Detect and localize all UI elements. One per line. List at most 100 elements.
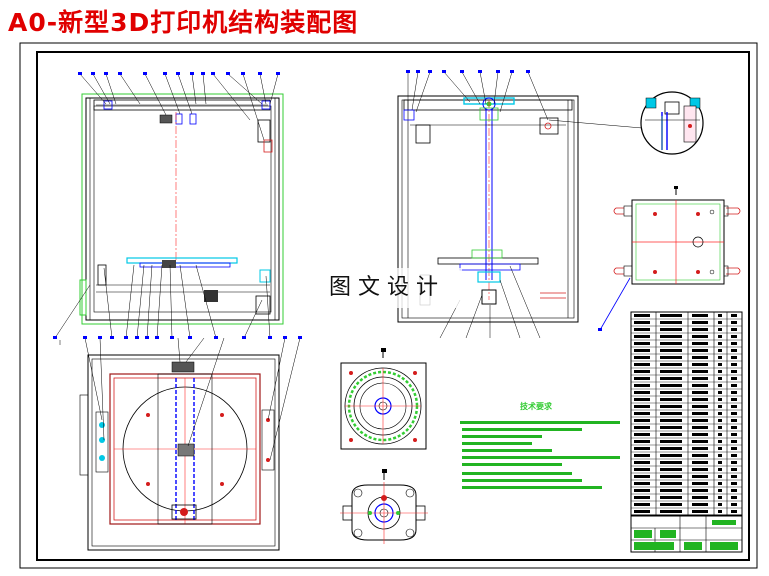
parts-table-cell-name bbox=[634, 405, 650, 408]
parts-table-cell-note bbox=[731, 321, 737, 324]
parts-table-cell-spec bbox=[692, 356, 708, 359]
parts-table-cell-material bbox=[660, 426, 682, 429]
parts-table-cell-material bbox=[660, 384, 682, 387]
parts-table-cell-qty bbox=[718, 349, 722, 352]
parts-table-cell-note bbox=[731, 356, 737, 359]
parts-table-cell-name bbox=[634, 489, 650, 492]
parts-table-cell-qty bbox=[718, 496, 722, 499]
parts-table-cell-spec bbox=[692, 335, 708, 338]
parts-table-cell-qty bbox=[718, 510, 722, 513]
parts-table-cell-name bbox=[634, 335, 650, 338]
parts-table-cell-note bbox=[731, 503, 737, 506]
parts-table-cell-spec bbox=[692, 503, 708, 506]
parts-table-cell-material bbox=[660, 475, 682, 478]
parts-table-cell-note bbox=[731, 314, 737, 317]
parts-table-cell-spec bbox=[692, 468, 708, 471]
parts-table-cell-material bbox=[660, 461, 682, 464]
parts-table-cell-spec bbox=[692, 440, 708, 443]
parts-table-cell-name bbox=[634, 391, 650, 394]
parts-table-cell-material bbox=[660, 482, 682, 485]
parts-table-cell-material bbox=[660, 447, 682, 450]
parts-table-cell-qty bbox=[718, 356, 722, 359]
parts-table-cell-name bbox=[634, 419, 650, 422]
parts-table-cell-name bbox=[634, 321, 650, 324]
parts-table-cell-note bbox=[731, 489, 737, 492]
parts-table-cell-name bbox=[634, 342, 650, 345]
parts-table-cell-material bbox=[660, 349, 682, 352]
title-block bbox=[630, 515, 743, 553]
parts-table-cell-material bbox=[660, 321, 682, 324]
parts-table-cell-spec bbox=[692, 412, 708, 415]
parts-table-frame bbox=[630, 311, 743, 516]
parts-table-cell-note bbox=[731, 363, 737, 366]
sheet-outer-border bbox=[19, 42, 758, 569]
parts-table-cell-material bbox=[660, 391, 682, 394]
parts-table-cell-name bbox=[634, 363, 650, 366]
parts-table-cell-name bbox=[634, 328, 650, 331]
parts-table-cell-spec bbox=[692, 433, 708, 436]
watermark-text: 图文设计 bbox=[328, 275, 445, 300]
parts-table-cell-qty bbox=[718, 468, 722, 471]
parts-table-cell-spec bbox=[692, 482, 708, 485]
watermark: 图文设计 bbox=[312, 268, 462, 308]
parts-table-cell-spec bbox=[692, 454, 708, 457]
parts-table-cell-name bbox=[634, 349, 650, 352]
parts-table-cell-material bbox=[660, 405, 682, 408]
parts-table-cell-spec bbox=[692, 363, 708, 366]
parts-table-cell-qty bbox=[718, 405, 722, 408]
parts-table-cell-qty bbox=[718, 384, 722, 387]
parts-table-cell-name bbox=[634, 440, 650, 443]
parts-table-cell-qty bbox=[718, 412, 722, 415]
detail-view bbox=[548, 91, 704, 155]
parts-table-cell-note bbox=[731, 461, 737, 464]
parts-table-cell-qty bbox=[718, 503, 722, 506]
parts-table-cell-spec bbox=[692, 475, 708, 478]
parts-table-cell-note bbox=[731, 335, 737, 338]
parts-table-cell-spec bbox=[692, 314, 708, 317]
parts-table-cell-name bbox=[634, 496, 650, 499]
parts-table-cell-spec bbox=[692, 384, 708, 387]
parts-table-cell-qty bbox=[718, 377, 722, 380]
parts-table-cell-name bbox=[634, 370, 650, 373]
bearing-top-view bbox=[340, 348, 427, 450]
parts-table-cell-name bbox=[634, 384, 650, 387]
parts-table-cell-qty bbox=[718, 489, 722, 492]
parts-table-cell-spec bbox=[692, 370, 708, 373]
parts-table-cell-material bbox=[660, 377, 682, 380]
parts-table-cell-spec bbox=[692, 447, 708, 450]
page-title: A0-新型3D打印机结构装配图 bbox=[8, 8, 359, 37]
parts-table-cell-qty bbox=[718, 398, 722, 401]
parts-table-cell-name bbox=[634, 412, 650, 415]
parts-table-cell-material bbox=[660, 342, 682, 345]
parts-table-cell-qty bbox=[718, 447, 722, 450]
parts-table-cell-qty bbox=[718, 475, 722, 478]
parts-table-cell-name bbox=[634, 475, 650, 478]
parts-table-cell-note bbox=[731, 328, 737, 331]
parts-table-cell-qty bbox=[718, 426, 722, 429]
bearing-side-view bbox=[340, 469, 428, 544]
parts-table-cell-spec bbox=[692, 489, 708, 492]
parts-table-cell-qty bbox=[718, 342, 722, 345]
parts-table-cell-note bbox=[731, 398, 737, 401]
parts-table-cell-note bbox=[731, 475, 737, 478]
parts-table-cell-note bbox=[731, 510, 737, 513]
parts-table-cell-note bbox=[731, 412, 737, 415]
parts-table-cell-note bbox=[731, 384, 737, 387]
parts-table-cell-note bbox=[731, 419, 737, 422]
parts-table-cell-note bbox=[731, 342, 737, 345]
parts-table-cell-material bbox=[660, 412, 682, 415]
parts-table-cell-qty bbox=[718, 454, 722, 457]
parts-table-cell-spec bbox=[692, 377, 708, 380]
parts-table-cell-spec bbox=[692, 461, 708, 464]
parts-table-cell-material bbox=[660, 398, 682, 401]
parts-table-cell-name bbox=[634, 314, 650, 317]
parts-table-cell-name bbox=[634, 468, 650, 471]
parts-table-cell-qty bbox=[718, 419, 722, 422]
parts-table-cell-qty bbox=[718, 391, 722, 394]
parts-table-cell-material bbox=[660, 370, 682, 373]
parts-table-cell-note bbox=[731, 370, 737, 373]
parts-table-cell-note bbox=[731, 454, 737, 457]
parts-table-cell-material bbox=[660, 433, 682, 436]
parts-table-cell-name bbox=[634, 447, 650, 450]
